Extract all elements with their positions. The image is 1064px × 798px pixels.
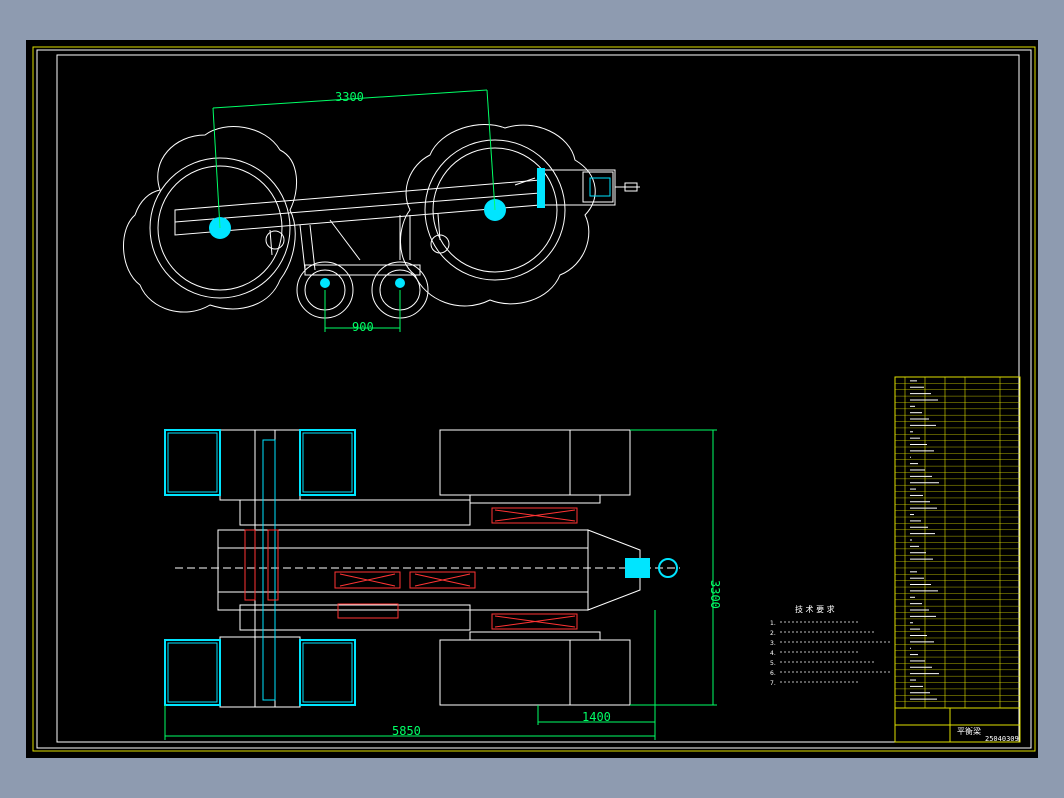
cad-viewport[interactable]: 3300 900 xyxy=(26,40,1038,758)
note-line: 1. xyxy=(770,620,776,627)
cad-drawing: 3300 900 xyxy=(32,46,1036,752)
note-line: 7. xyxy=(770,680,776,687)
drawbar-hitch xyxy=(625,558,650,578)
plan-wheel-blocks xyxy=(164,429,356,706)
note-line: 4. xyxy=(770,650,776,657)
technical-notes: 技 术 要 求 1. 2. 3. 4. 5. 6. 7. xyxy=(770,604,890,687)
note-line: 3. xyxy=(770,640,776,647)
dim-wheelbase: 3300 xyxy=(335,90,364,104)
sheet-border-yellow xyxy=(32,46,1036,752)
dim-support-spacing: 900 xyxy=(352,320,374,334)
side-view xyxy=(123,124,640,319)
plan-view-dimensions xyxy=(164,429,717,740)
dim-overall-width: 3300 xyxy=(708,580,722,609)
springs xyxy=(244,507,578,630)
drawing-number: 25040309 xyxy=(985,735,1019,743)
note-line: 2. xyxy=(770,630,776,637)
drawbar-eye xyxy=(658,558,678,578)
title-block: 平衡梁 25040309 xyxy=(894,707,1021,743)
sheet-border-outer xyxy=(36,49,1032,749)
plan-view xyxy=(175,429,680,708)
dim-overall-length: 5850 xyxy=(392,724,421,738)
title-name: 平衡梁 xyxy=(957,726,981,736)
side-view-dimensions xyxy=(212,89,496,332)
parts-list xyxy=(894,376,1021,709)
notes-title: 技 术 要 求 xyxy=(795,604,835,614)
dim-track-offset: 1400 xyxy=(582,710,611,724)
note-line: 5. xyxy=(770,660,776,667)
note-line: 6. xyxy=(770,670,776,677)
sheet-border-inner xyxy=(56,54,1020,743)
